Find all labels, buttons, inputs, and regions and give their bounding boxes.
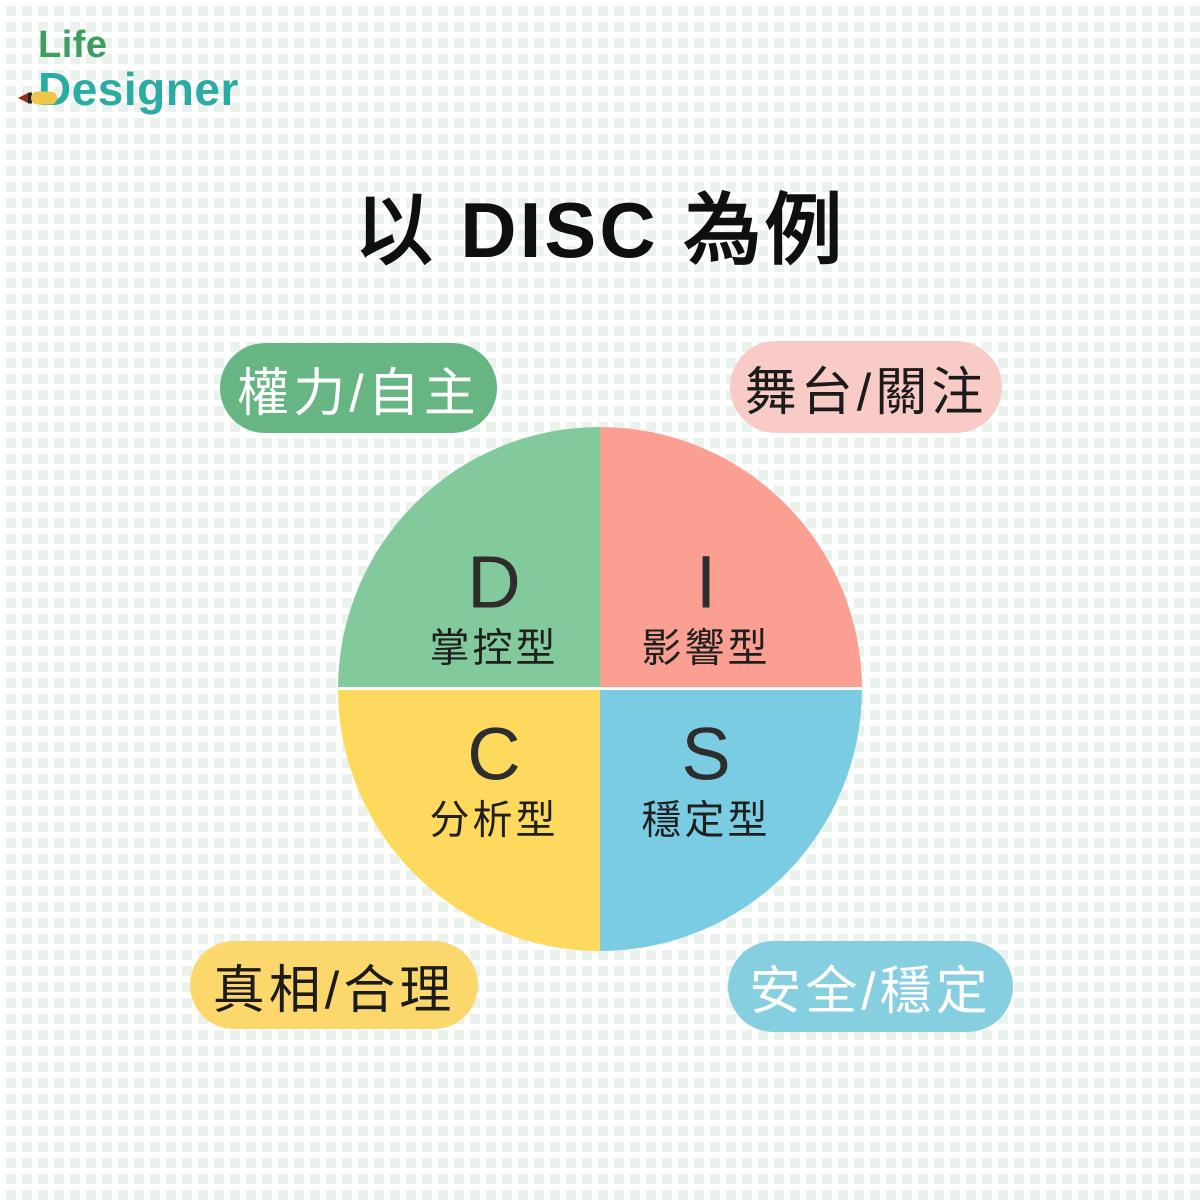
quadrant-i-content: I 影響型 — [641, 540, 771, 671]
quadrant-i-name: 影響型 — [641, 626, 771, 671]
quadrant-s-letter: S — [681, 712, 731, 796]
quadrant-d-slice — [338, 427, 600, 687]
tag-stage-attention: 舞台/關注 — [730, 341, 1002, 433]
quadrant-i-slice — [600, 427, 862, 687]
tag-power-autonomy: 權力/自主 — [220, 343, 497, 433]
logo-life-text: Life — [38, 24, 108, 66]
paintbrush-icon — [18, 91, 57, 105]
quadrant-s-name: 穩定型 — [641, 798, 771, 843]
quadrant-d-letter: D — [467, 540, 521, 624]
logo-designer-row: Designer — [18, 63, 239, 115]
quadrant-s-slice — [600, 690, 862, 951]
quadrant-c-content: C 分析型 — [429, 712, 559, 843]
quadrant-d-name: 掌控型 — [429, 626, 559, 671]
tag-safety-stability: 安全/穩定 — [728, 941, 1013, 1032]
quadrant-i-letter: I — [695, 540, 717, 624]
disc-diagram: D 掌控型 I 影響型 C 分析型 S 穩定型 — [338, 427, 862, 951]
logo: Life Designer — [18, 24, 239, 115]
quadrant-c-name: 分析型 — [429, 798, 559, 843]
quadrant-c-letter: C — [467, 712, 521, 796]
page-title: 以 DISC 為例 — [354, 186, 846, 274]
logo-designer-text: Designer — [38, 63, 239, 115]
tag-truth-reason: 真相/合理 — [190, 941, 478, 1029]
quadrant-s-content: S 穩定型 — [641, 712, 771, 843]
quadrant-c-slice — [338, 690, 600, 951]
quadrant-d-content: D 掌控型 — [429, 540, 559, 671]
